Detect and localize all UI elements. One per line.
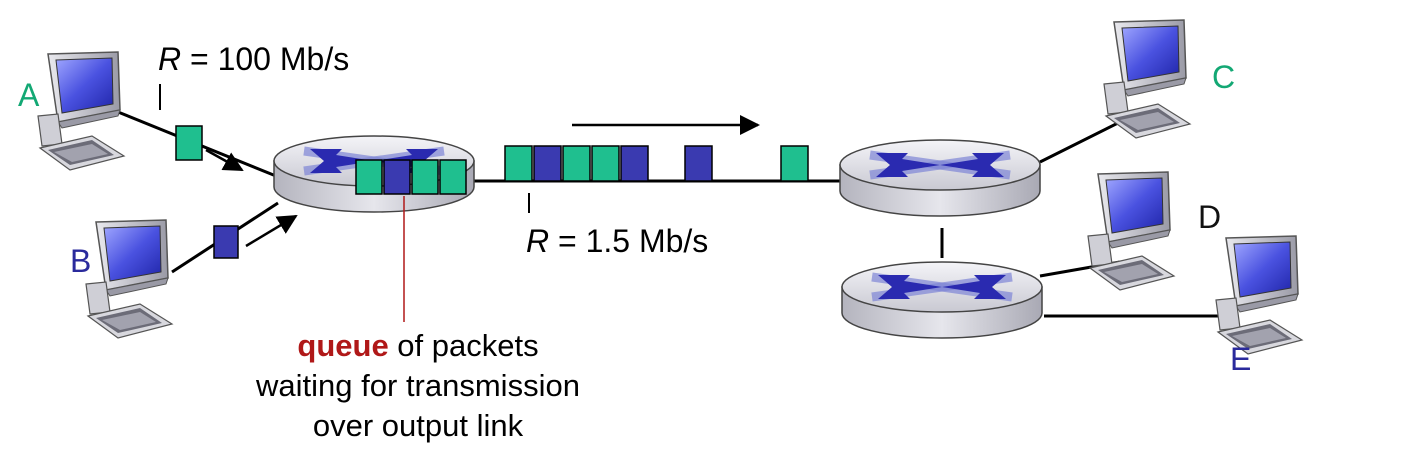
packets [175,125,809,259]
arrow-a-to-router [205,148,244,172]
output-link-rate-value: = 1.5 Mb/s [549,223,708,259]
in-flight-packet [684,145,713,182]
output-link-rate-var: R [526,223,549,259]
host-b-label: B [70,243,91,279]
host-a-computer [37,51,125,171]
queue-packet [383,159,411,195]
access-link-rate-label: R = 100 Mb/s [158,41,349,77]
host-c-label: C [1212,59,1235,95]
packet-from-b [213,225,239,259]
host-e-computer [1215,235,1303,355]
queue-packet [411,159,439,195]
arrow-b-to-router [245,214,298,248]
output-link-rate-label: R = 1.5 Mb/s [526,223,708,259]
host-e-label: E [1230,341,1251,377]
host-d-computer [1087,171,1175,291]
queue-annotation-line1: queue of packets [297,328,538,363]
access-link-rate-var: R [158,41,181,77]
output-link-packet [562,145,591,182]
host-d-label: D [1198,199,1221,235]
router-right-bottom [842,262,1042,338]
host-b-computer [85,219,173,339]
output-link-packet [620,145,649,182]
links [117,110,1220,318]
in-flight-packet [780,145,809,182]
queue-packet [439,159,467,195]
output-link-packet [533,145,562,182]
access-link-rate-value: = 100 Mb/s [181,41,349,77]
packet-from-a [175,125,203,161]
host-a-label: A [18,77,40,113]
output-link-packet [591,145,620,182]
arrows [205,115,760,248]
router-right-top [840,140,1040,216]
queue-annotation: queue of packets waiting for transmissio… [255,328,580,443]
queue-packet [355,159,383,195]
queue-annotation-line3: over output link [313,408,524,443]
queue-annotation-line1-rest: of packets [389,328,539,363]
host-c-computer [1103,19,1191,139]
output-link-packet [504,145,533,182]
queue-annotation-line2: waiting for transmission [255,368,580,403]
queue-highlight-word: queue [297,328,388,363]
